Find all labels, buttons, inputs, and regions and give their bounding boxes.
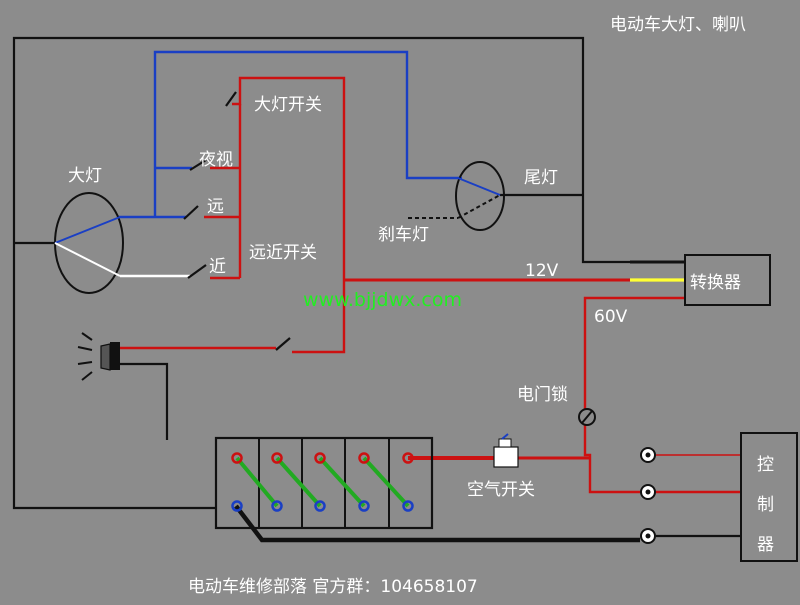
taillight-icon xyxy=(455,161,505,231)
black-wires xyxy=(12,36,685,510)
battery-links xyxy=(235,456,410,508)
headlight-blue-filament xyxy=(54,216,121,244)
headlight-icon xyxy=(54,192,124,294)
website-label: www.bjjdwx.com xyxy=(303,289,462,311)
red-wire-headlight-switch xyxy=(232,76,346,354)
battery-positive-terminals xyxy=(231,452,414,464)
controller-box xyxy=(740,432,798,562)
red-wire-keylock-down xyxy=(583,424,640,494)
footer-label: 电动车维修部落 官方群：104658107 xyxy=(188,577,478,597)
black-wire-battery-controller xyxy=(234,504,640,543)
air-switch-icon xyxy=(493,433,519,468)
far-label: 远 xyxy=(207,197,224,217)
night-label: 夜视 xyxy=(199,150,233,170)
blue-wire-top xyxy=(153,50,462,218)
controller-label-3: 器 xyxy=(757,535,774,555)
converter-box xyxy=(684,254,771,306)
blue-wires xyxy=(118,50,462,219)
taillight-brake-filament xyxy=(457,194,501,219)
headlight-switch-contact xyxy=(225,91,237,107)
converter-label: 转换器 xyxy=(690,273,741,293)
volt-60-label: 60V xyxy=(594,307,628,327)
taillight xyxy=(408,161,505,231)
page-title: 电动车大灯、喇叭 xyxy=(610,15,746,35)
red-wires xyxy=(120,76,740,494)
horn-switch-contact xyxy=(275,337,291,351)
controller-label-2: 制 xyxy=(757,495,774,515)
battery-negative-terminals xyxy=(231,500,414,512)
volt-12-label: 12V xyxy=(525,261,559,281)
air-switch-label: 空气开关 xyxy=(467,480,535,500)
brake-light-label: 刹车灯 xyxy=(378,225,429,245)
taillight-blue-filament xyxy=(457,177,501,196)
headlight xyxy=(54,192,124,294)
headlight-white-filament xyxy=(54,242,121,277)
headlight-label: 大灯 xyxy=(68,166,102,186)
key-lock-label: 电门锁 xyxy=(517,385,568,405)
near-label: 近 xyxy=(209,257,226,277)
far-switch-contact xyxy=(183,205,199,220)
key-lock-icon xyxy=(578,408,596,426)
controller-terminals xyxy=(640,447,656,544)
taillight-label: 尾灯 xyxy=(524,168,558,188)
red-wire-60v xyxy=(583,296,685,410)
near-switch-contact xyxy=(187,264,207,279)
night-switch-contact xyxy=(189,159,207,171)
headlight-switch-label: 大灯开关 xyxy=(254,95,322,115)
switch-contacts xyxy=(183,91,291,351)
far-near-switch-label: 远近开关 xyxy=(249,243,317,263)
black-wire-horn xyxy=(120,362,169,440)
horn-icon xyxy=(77,332,120,381)
battery-pack xyxy=(214,436,434,530)
black-wire-top-loop xyxy=(12,36,685,510)
battery-frame xyxy=(214,436,434,530)
controller-label-1: 控 xyxy=(757,455,774,475)
